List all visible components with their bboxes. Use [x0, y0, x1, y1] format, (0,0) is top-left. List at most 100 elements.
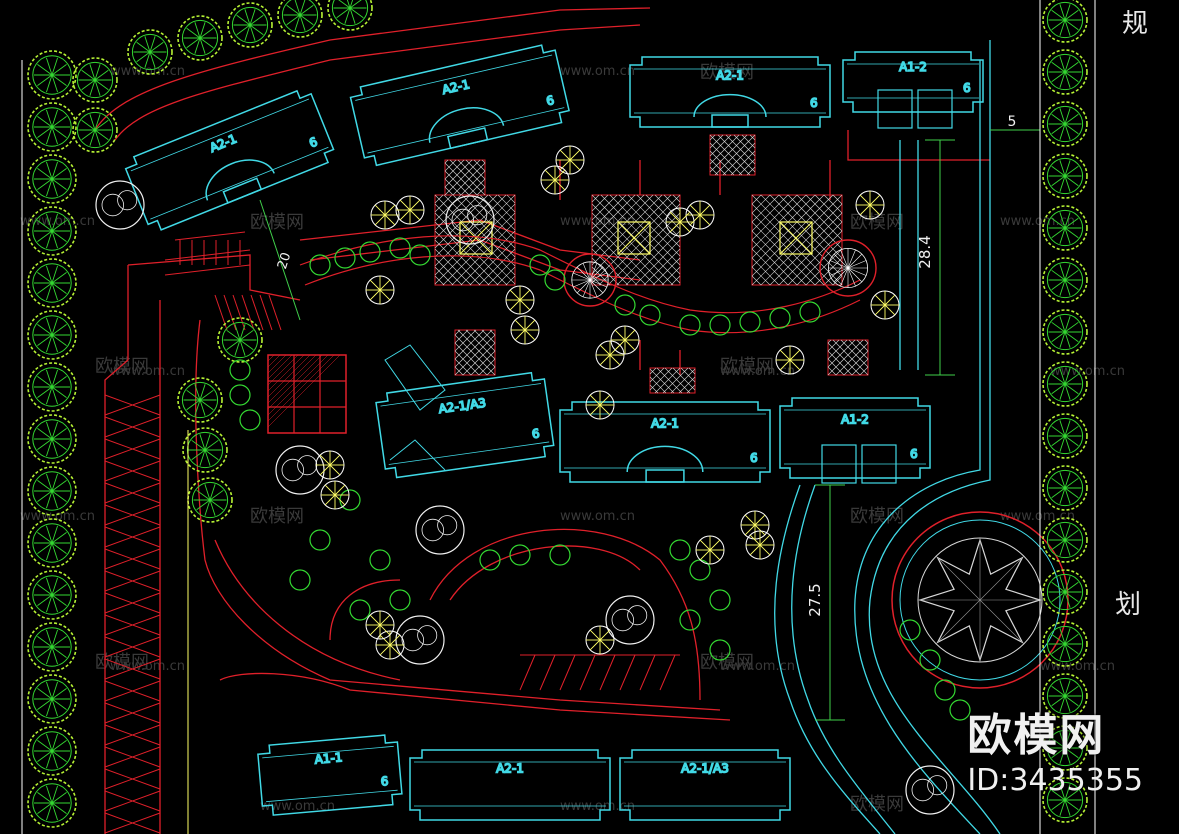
building: A2-16 [629, 56, 831, 128]
tree-symbol [610, 325, 640, 355]
tree-symbol [27, 310, 77, 360]
tree-symbol [177, 15, 223, 61]
tree-symbol [27, 622, 77, 672]
tree-symbol [1042, 725, 1088, 771]
pergola-grid [267, 354, 347, 434]
hatched-paving [454, 329, 496, 376]
tree-symbol [320, 480, 350, 510]
tree-symbol [1042, 413, 1088, 459]
tree-symbol [334, 247, 356, 269]
hatched-paving [649, 367, 696, 394]
brand-stamp: 欧模网 ID:3435355 [967, 699, 1143, 798]
floor-count: 6 [750, 451, 758, 465]
tree-symbol [27, 154, 77, 204]
dimension-value: 20 [275, 251, 294, 271]
tree-symbol [1042, 49, 1088, 95]
tree-symbol [1042, 153, 1088, 199]
building: A2-1/A36 [375, 371, 555, 479]
watermark-text: www.om.cn [560, 64, 635, 79]
tree-symbol [27, 466, 77, 516]
hatched-paving [444, 159, 486, 196]
building-label: A2-1/A3 [438, 396, 487, 417]
unit-box [917, 89, 953, 129]
watermark-brand: 欧模网 [720, 356, 774, 377]
west-road-edge [104, 265, 129, 834]
watermark-text: www.om.cn [110, 64, 185, 79]
tree-symbol [27, 570, 77, 620]
brand-logo: 欧模网 [967, 710, 1106, 761]
building-label: A2-1 [208, 132, 239, 155]
tree-symbol [540, 165, 570, 195]
watermark-text: www.om.cn [560, 799, 635, 814]
tree-symbol [229, 359, 251, 381]
tree-symbol [27, 102, 77, 152]
tree-symbol [27, 414, 77, 464]
tree-symbol [669, 539, 691, 561]
building: A1-26 [779, 397, 931, 479]
tree-symbol [1042, 777, 1088, 823]
tree-symbol [27, 674, 77, 724]
tree-symbol [327, 0, 373, 31]
dimension-line [259, 199, 301, 321]
floor-count: 6 [307, 135, 319, 151]
tree-symbol [1042, 0, 1088, 43]
tree-symbol [1042, 517, 1088, 563]
tree-symbol [505, 285, 535, 315]
watermark-text: www.om.cn [720, 364, 795, 379]
tree-symbol [1042, 569, 1088, 615]
tree-symbol [739, 311, 761, 333]
tree-symbol [289, 569, 311, 591]
watermark-brand: 欧模网 [95, 356, 149, 377]
tree-symbol [187, 477, 233, 523]
tree-symbol [769, 307, 791, 329]
tree-symbol [315, 450, 345, 480]
tree-symbol [695, 535, 725, 565]
tree-symbol [529, 254, 551, 276]
tree-symbol [27, 362, 77, 412]
hatched-paving [709, 134, 756, 176]
watermark-brand: 欧模网 [700, 652, 754, 673]
tree-symbol [685, 200, 715, 230]
tree-symbol [27, 518, 77, 568]
watermark-brand: 欧模网 [850, 506, 904, 527]
building: A1-26 [842, 51, 984, 113]
tree-symbol [665, 207, 695, 237]
tree-symbol [870, 290, 900, 320]
watermark-brand: 欧模网 [700, 62, 754, 83]
tree-layer [27, 0, 1088, 828]
road-layer [94, 7, 990, 834]
unit-box [821, 444, 857, 484]
tree-symbol [555, 145, 585, 175]
tree-symbol [855, 190, 885, 220]
tree-symbol [277, 0, 323, 38]
tree-symbol [1042, 101, 1088, 147]
tree-symbol [639, 304, 661, 326]
watermark-text: www.om.cn [720, 659, 795, 674]
building: A2-16 [349, 44, 570, 167]
tree-symbol [72, 107, 118, 153]
tree-symbol [415, 505, 465, 555]
tree-symbol [740, 510, 770, 540]
tree-symbol [799, 301, 821, 323]
building: A2-1 6 [124, 89, 335, 231]
tree-symbol [544, 269, 566, 291]
tree-symbol [375, 630, 405, 660]
watermark-brand: 欧模网 [850, 794, 904, 815]
tree-symbol [1042, 361, 1088, 407]
building-label: A1-2 [899, 60, 927, 74]
building-label: A2-1 [496, 761, 524, 775]
watermark-text: www.om.cn [1000, 509, 1075, 524]
tree-symbol [349, 599, 371, 621]
tree-symbol [1042, 673, 1088, 719]
tree-symbol [359, 241, 381, 263]
unit-box [861, 444, 897, 484]
tree-symbol [409, 244, 431, 266]
dimension-value: 27.5 [806, 583, 824, 616]
unit-box [877, 89, 913, 129]
tree-symbol [27, 206, 77, 256]
dimension-value: 28.4 [916, 235, 934, 268]
floor-count: 6 [810, 96, 818, 110]
